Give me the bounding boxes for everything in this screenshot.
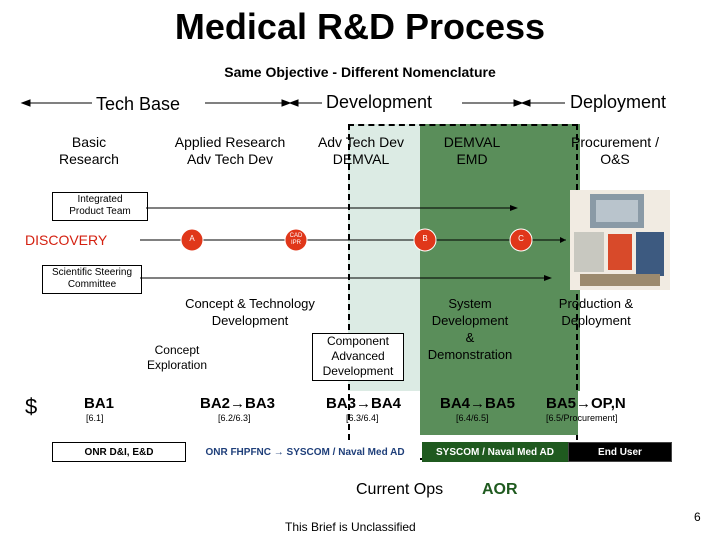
funding-ba3-ba4: BA3→BA4	[326, 395, 402, 412]
production-deployment: Production & Deployment	[558, 296, 634, 328]
stage-procurement: Procurement / O&S	[571, 134, 659, 167]
milestone-cad-ipr: CAD IPR	[289, 233, 303, 246]
ssc-box: Scientific Steering Committee	[42, 265, 142, 294]
medical-supplies-image	[570, 190, 670, 290]
org-end-user-box: End User	[568, 442, 672, 462]
current-ops-label: Current Ops	[356, 481, 444, 498]
funding-ba2-ba3: BA2→BA3	[200, 395, 276, 412]
phase-tech-base: Tech Base	[96, 94, 181, 114]
funding-pe-6-1: [6.1]	[86, 413, 104, 423]
org-onr-box: ONR D&I, E&D	[52, 442, 186, 462]
deployment-region	[420, 124, 580, 391]
phase-deployment: Deployment	[570, 92, 667, 112]
concept-exploration: Concept Exploration	[146, 343, 208, 372]
funding-pe-6-4: [6.4/6.5]	[456, 413, 489, 423]
milestone-markers	[180, 228, 533, 252]
ipt-box: Integrated Product Team	[52, 192, 148, 221]
funding-ba4-ba5: BA4→BA5	[440, 395, 516, 412]
funding-ba1: BA1	[84, 395, 115, 412]
org-syscom-box: SYSCOM / Naval Med AD	[422, 442, 568, 462]
stage-basic-research: Basic Research	[59, 134, 119, 167]
stage-adv-tech-dev: Adv Tech Dev DEMVAL	[317, 134, 405, 167]
phase-arrows	[20, 99, 565, 107]
phase-development: Development	[326, 92, 433, 112]
milestone-b: B	[422, 234, 428, 243]
funding-pe-procurement: [6.5/Procurement]	[546, 413, 618, 423]
stage-demval: DEMVAL EMD	[443, 134, 501, 167]
classification-text: This Brief is Unclassified	[285, 520, 416, 534]
slide-subtitle: Same Objective - Different Nomenclature	[224, 64, 496, 80]
funding-pe-6-2: [6.2/6.3]	[218, 413, 251, 423]
slide-title: Medical R&D Process	[174, 6, 546, 47]
system-dev-demo: System Development & Demonstration	[427, 296, 513, 362]
funding-ba5-opn: BA5→OP,N	[546, 395, 626, 412]
ssc-arrow	[140, 275, 552, 281]
concept-tech-dev: Concept & Technology Development	[185, 296, 315, 328]
component-adv-dev: Component Advanced Development	[312, 333, 404, 381]
milestone-a: A	[189, 234, 195, 243]
discovery-label: DISCOVERY	[25, 232, 108, 248]
stage-applied-research: Applied Research Adv Tech Dev	[174, 134, 286, 167]
milestone-c: C	[518, 234, 524, 243]
ipt-arrow	[146, 205, 518, 211]
aor-label: AOR	[482, 481, 518, 498]
lower-green-region	[420, 391, 578, 435]
org-fhpfnc: ONR FHPFNC → SYSCOM / Naval Med AD	[190, 442, 420, 462]
funding-pe-6-3: [6.3/6.4]	[346, 413, 379, 423]
page-number: 6	[694, 510, 701, 524]
milestone-line	[140, 237, 566, 243]
dollar-symbol: $	[25, 394, 38, 419]
